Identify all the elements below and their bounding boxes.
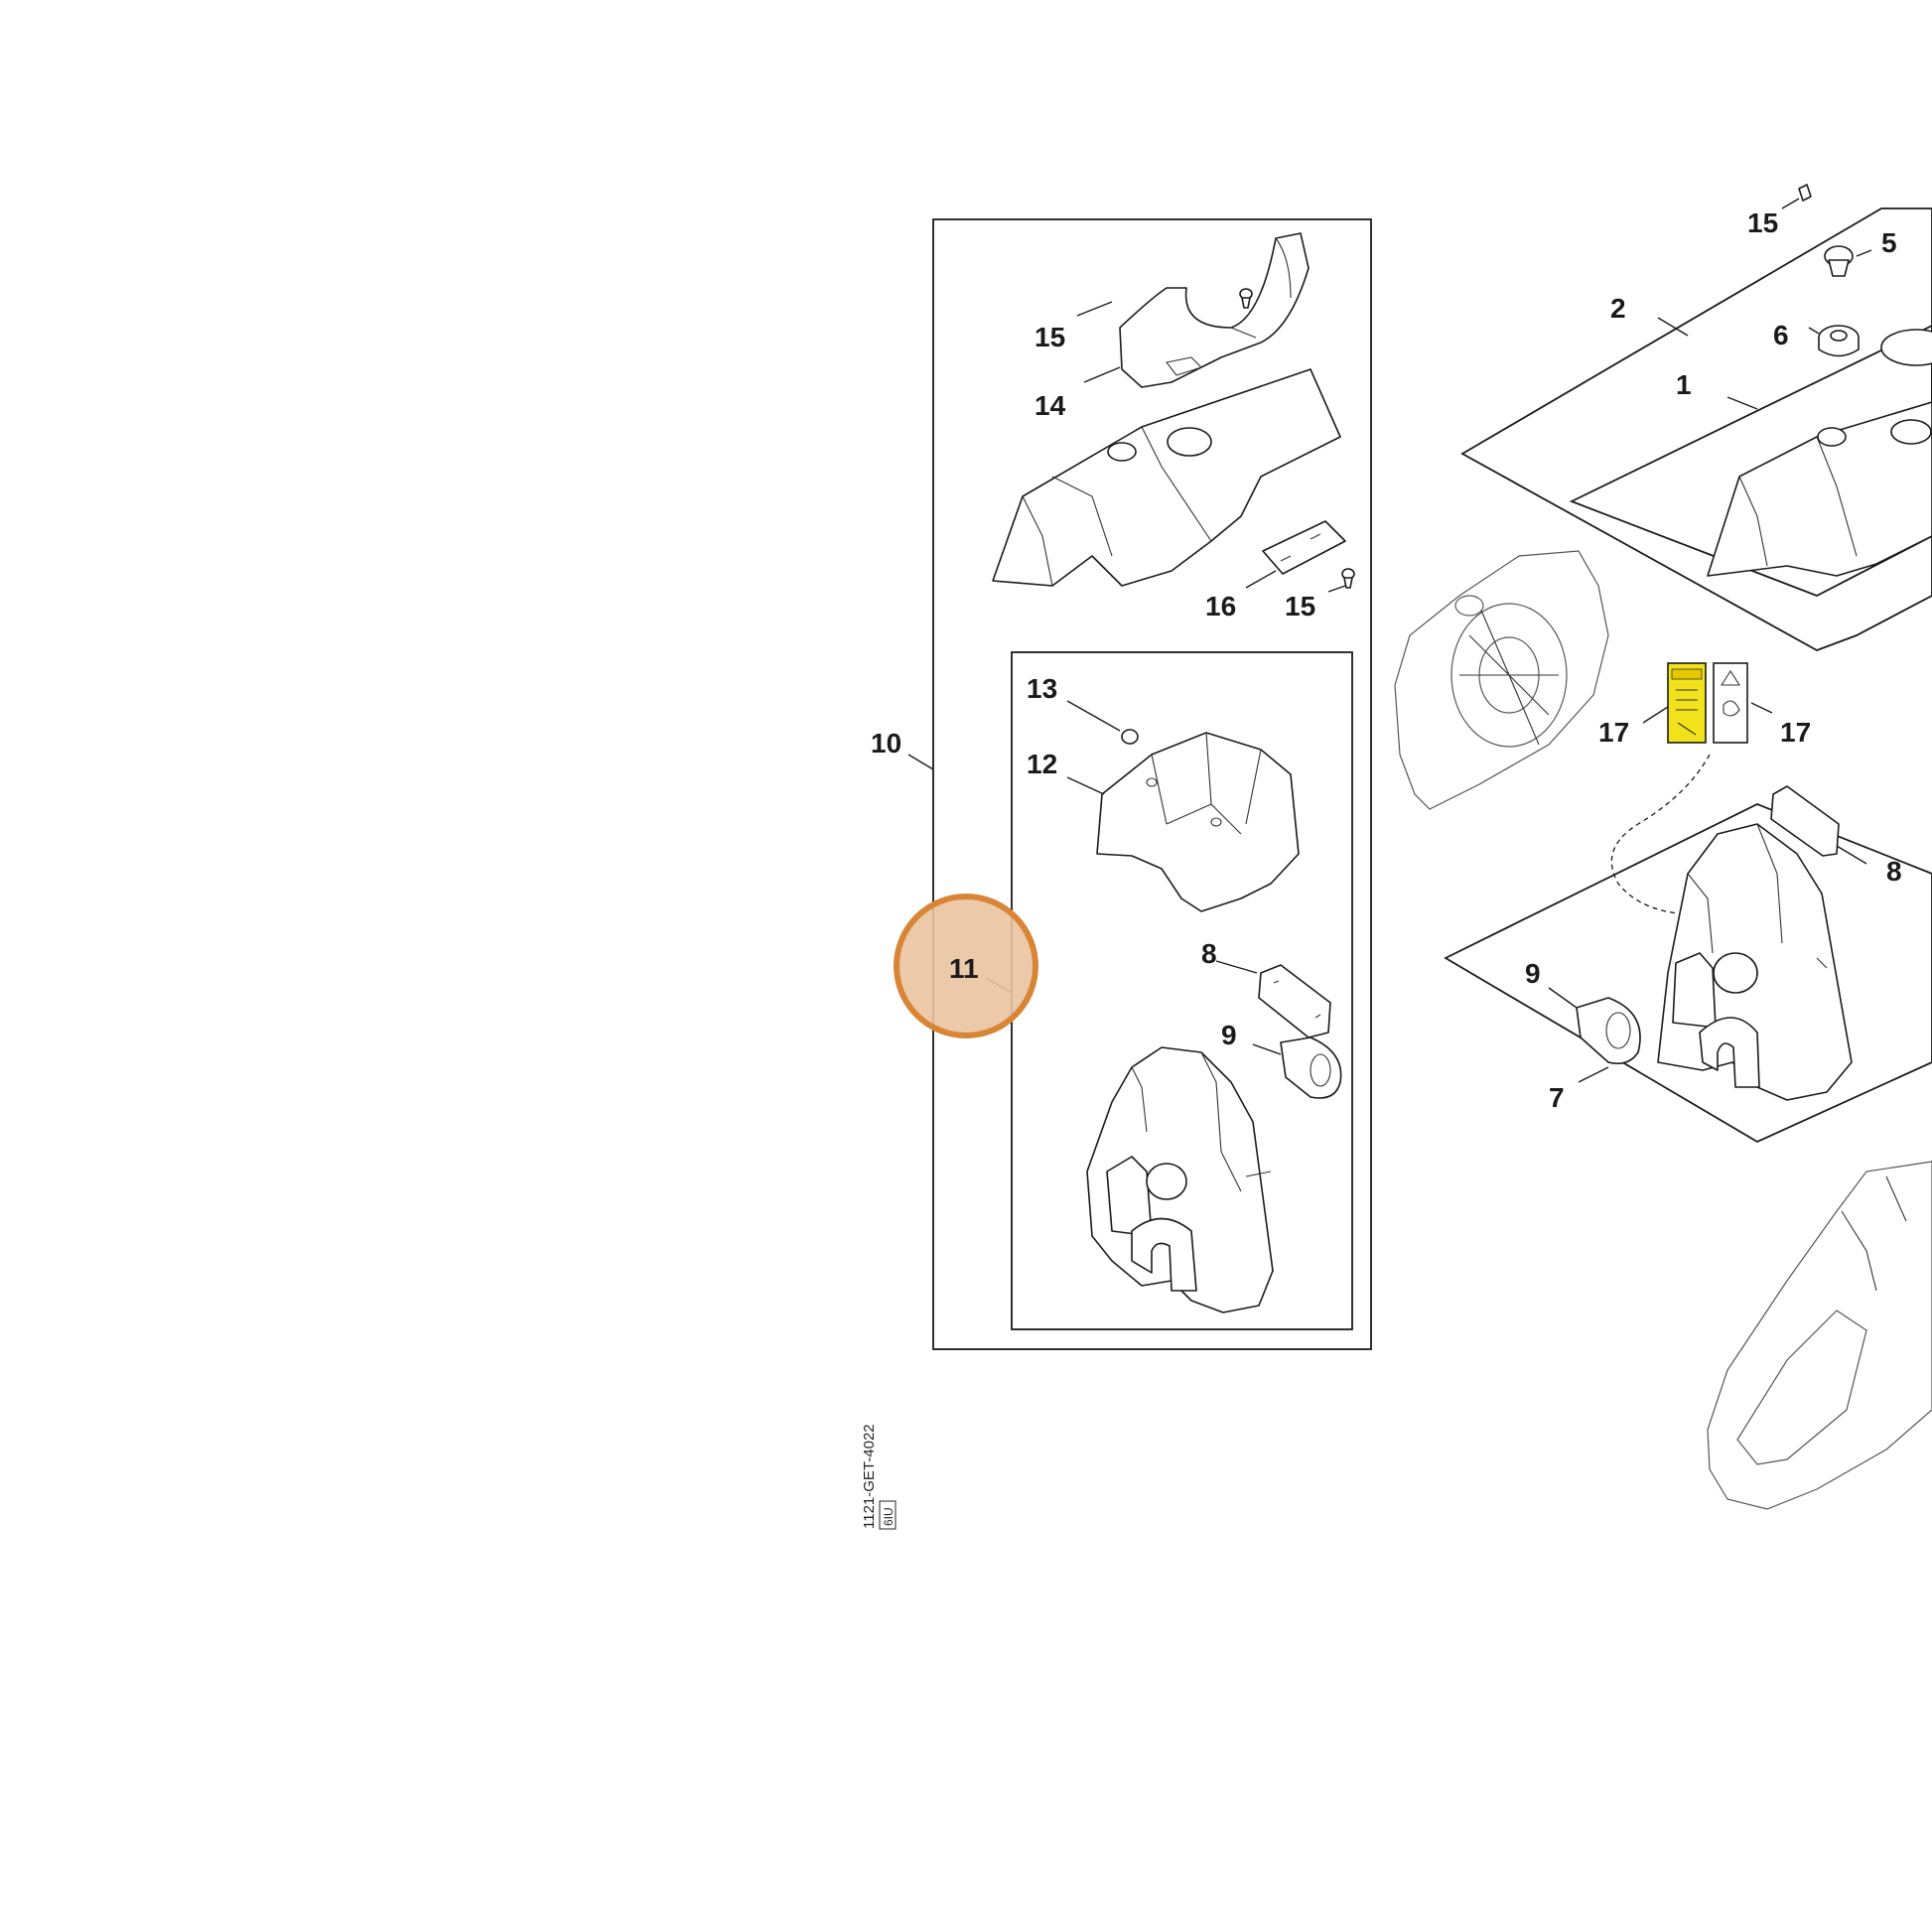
part-15-screw-lower[interactable] (1341, 568, 1355, 589)
assembly-frame-10 (932, 218, 1372, 1350)
callout-9-inner[interactable]: 9 (1221, 1020, 1237, 1050)
part-15-screw-right[interactable] (1798, 184, 1812, 202)
document-code-main: 1121-GET-4022 (861, 1424, 878, 1529)
part-10-top-cover[interactable] (992, 368, 1341, 587)
callout-9-outer[interactable]: 9 (1525, 958, 1541, 989)
part-5-screw[interactable] (1824, 245, 1854, 277)
callout-8-inner[interactable]: 8 (1201, 938, 1217, 969)
callout-14[interactable]: 14 (1035, 390, 1066, 421)
callout-11[interactable]: 11 (949, 953, 979, 984)
callout-10[interactable]: 10 (871, 728, 901, 759)
callout-17-left[interactable]: 17 (1598, 717, 1629, 748)
part-8-plate-inner[interactable] (1258, 964, 1331, 1038)
part-9-plug-inner[interactable] (1280, 1036, 1342, 1099)
part-starter-housing[interactable] (1394, 550, 1609, 810)
part-15-screw-top[interactable] (1239, 288, 1253, 309)
callout-7[interactable]: 7 (1549, 1082, 1565, 1113)
callout-13[interactable]: 13 (1027, 673, 1057, 704)
callout-5[interactable]: 5 (1881, 227, 1897, 258)
highlight-marker[interactable] (894, 894, 1038, 1038)
part-11-sprocket-cover[interactable] (1086, 1046, 1274, 1313)
assembly-frame-7 (1444, 803, 1932, 1144)
part-14-shroud[interactable] (1119, 232, 1310, 388)
callout-12[interactable]: 12 (1027, 749, 1057, 779)
part-6-grommet[interactable] (1818, 325, 1860, 357)
callout-6[interactable]: 6 (1773, 320, 1789, 350)
callout-15-middle[interactable]: 15 (1285, 591, 1315, 621)
part-7-sprocket-cover[interactable] (1657, 823, 1853, 1101)
part-17-warning-label-yellow[interactable] (1667, 662, 1707, 744)
callout-1[interactable]: 1 (1676, 369, 1692, 400)
part-17-warning-label-white[interactable] (1713, 662, 1748, 744)
callout-16[interactable]: 16 (1205, 591, 1236, 621)
callout-17-right[interactable]: 17 (1780, 717, 1811, 748)
part-rear-handle (1707, 1161, 1932, 1510)
part-plug-cap[interactable] (1880, 329, 1932, 366)
part-8-plate-outer[interactable] (1770, 785, 1840, 857)
document-code-sub: 6IU (882, 1507, 896, 1526)
callout-2[interactable]: 2 (1610, 293, 1626, 324)
part-16-plate[interactable] (1262, 520, 1346, 575)
part-12-cover[interactable] (1096, 732, 1300, 912)
document-code: 1121-GET-4022 6IU (861, 1424, 897, 1530)
part-1-top-cover[interactable] (1707, 401, 1932, 577)
part-13-nut[interactable] (1121, 729, 1139, 745)
assembly-frame-2 (1460, 207, 1932, 651)
part-9-plug-outer[interactable] (1576, 997, 1641, 1065)
callout-15-top-right[interactable]: 15 (1747, 207, 1778, 238)
callout-15-top-left[interactable]: 15 (1035, 322, 1065, 352)
callout-8-outer[interactable]: 8 (1886, 856, 1902, 887)
leader-lines (907, 198, 1872, 1083)
